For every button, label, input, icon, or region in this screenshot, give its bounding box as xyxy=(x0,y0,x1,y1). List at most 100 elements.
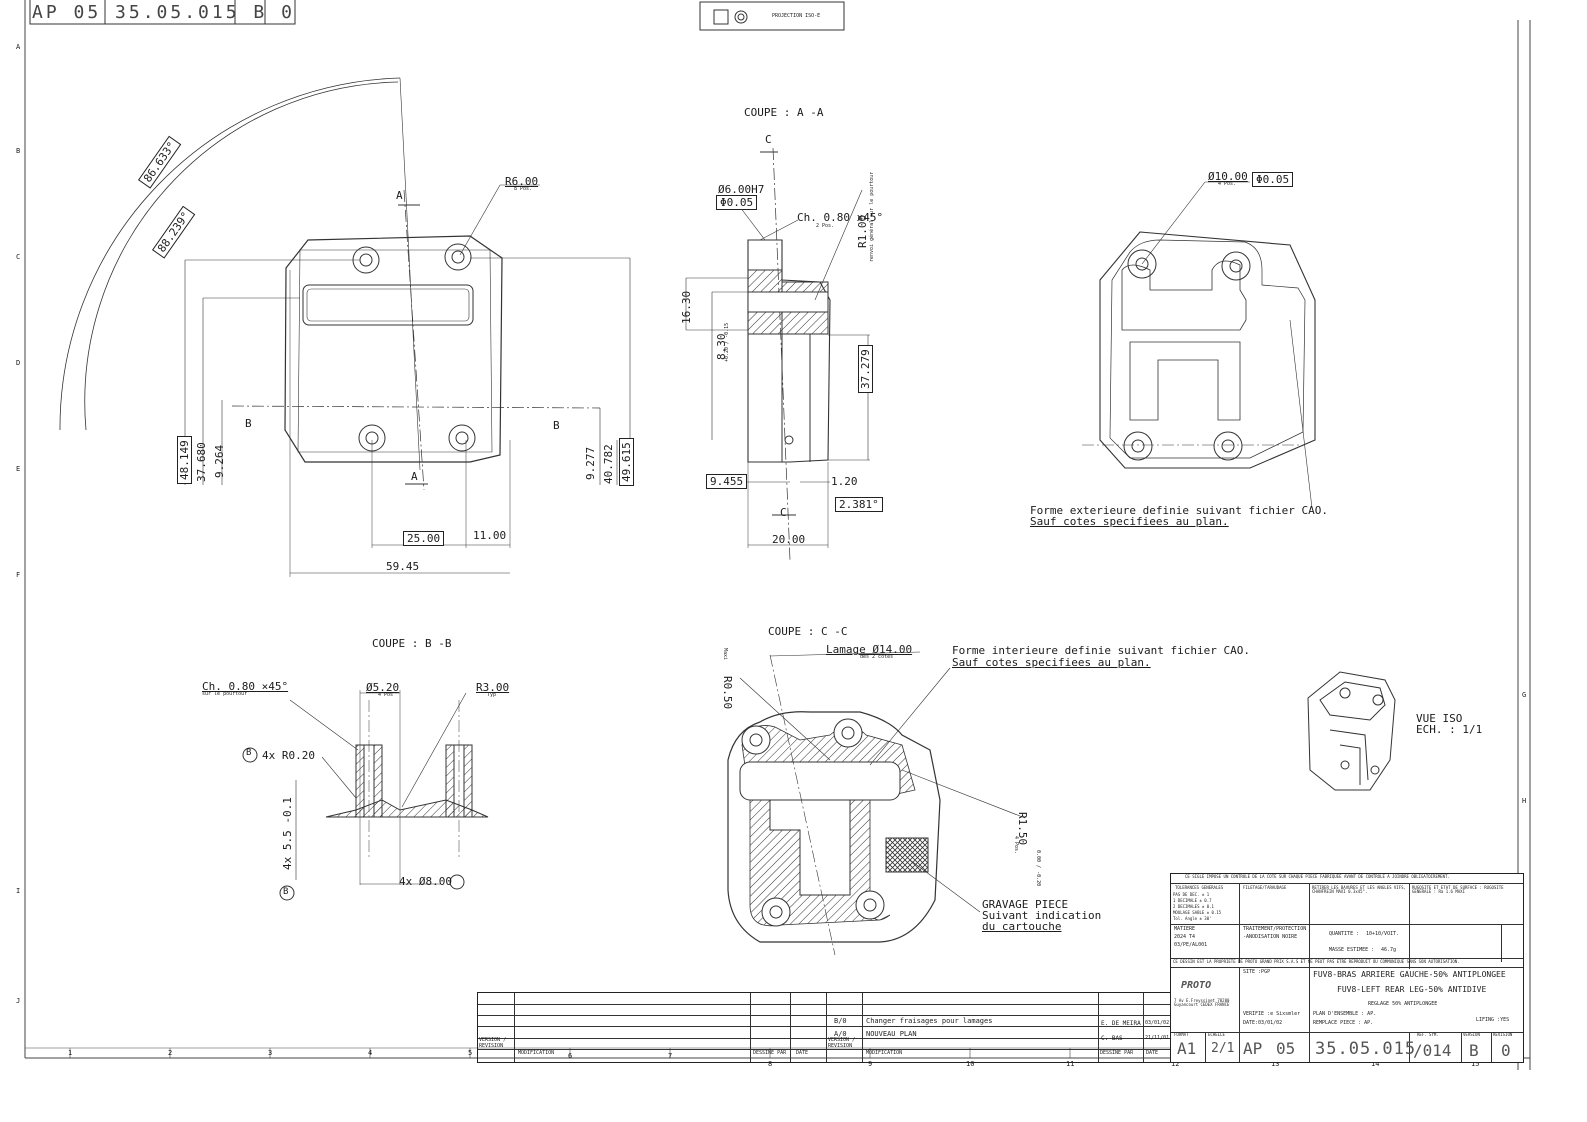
col-9: 9 xyxy=(868,1060,873,1068)
tb-tol-2: 2 DECIMALES ± 0.1 xyxy=(1173,904,1214,909)
tb-prop: CE DESSIN EST LA PROPRIETE DE PROTO GRAN… xyxy=(1173,959,1460,964)
drawing-ref-fragment: AP 05 35.05.015 B 0 xyxy=(32,2,295,23)
aa-1630: 16.30 xyxy=(680,290,693,324)
section-bb-title: COUPE : B -B xyxy=(372,637,452,650)
cc-engrave-2: Suivant indication xyxy=(982,909,1102,922)
tb-drawing-no: 35.05.015 xyxy=(1315,1039,1417,1059)
tb-version: B xyxy=(1469,1041,1479,1060)
row-j: J xyxy=(16,997,21,1005)
cc-note-2: Sauf cotes specifiees au plan. xyxy=(952,656,1151,669)
section-aa-c-bottom: C xyxy=(780,506,787,519)
tb-tol-0: PAS DE DEC. ± 1 xyxy=(1173,892,1210,897)
revision-table: B/0 Changer fraisages pour lamages E. DE… xyxy=(477,992,1172,1063)
iso-scale: ECH. : 1/1 xyxy=(1416,723,1483,736)
aa-120: 1.20 xyxy=(831,475,858,488)
view-right xyxy=(1082,181,1316,509)
right-hole-note: 4 Pos. xyxy=(1218,181,1237,187)
cc-engrave-1: GRAVAGE PIECE xyxy=(982,898,1069,911)
dim-9264: 9.264 xyxy=(213,444,226,478)
bb-vert: 4x 5.5 -0.1 xyxy=(281,797,294,870)
aa-chamfer: Ch. 0.80 x45° xyxy=(797,211,884,224)
tb-filet: FILETAGE/TARAUDAGE xyxy=(1243,885,1287,890)
tb-tol-4: Tol. Angle ± 30' xyxy=(1173,916,1212,921)
dim-49615: 49.615 xyxy=(619,438,634,486)
tb-tol-3: MOULAGE SABLE ± 0.15 xyxy=(1173,910,1222,915)
aa-37279: 37.279 xyxy=(858,345,873,393)
col-13: 13 xyxy=(1271,1060,1280,1068)
col-2: 2 xyxy=(168,1049,173,1057)
aa-830-tol: +0.20 / -0.15 xyxy=(724,322,730,362)
tb-echelle-label: ECHELLE xyxy=(1208,1032,1225,1037)
view-plan xyxy=(59,77,631,577)
rev-head-date-2: DATE xyxy=(1146,1050,1159,1056)
right-note-2: Sauf cotes specifiees au plan. xyxy=(1030,515,1229,528)
row-i: I xyxy=(16,887,21,895)
bb-chamfer-note: sur le pourtour xyxy=(202,691,248,697)
tb-site: SITE :PGP xyxy=(1243,969,1271,975)
tb-treat: -ANODISATION NOIRE xyxy=(1243,934,1298,940)
bb-r020: 4x R0.20 xyxy=(262,749,315,762)
cc-r150-tol: 0.00 / -0.20 xyxy=(1035,850,1041,887)
cc-note-1: Forme interieure definie suivant fichier… xyxy=(952,644,1251,657)
dim-5945: 59.45 xyxy=(386,560,420,573)
dim-r6-note: 8 Pos. xyxy=(514,186,533,192)
view-iso xyxy=(1307,671,1396,791)
dim-9277: 9.277 xyxy=(584,446,597,480)
section-aa-c-top: C xyxy=(765,133,772,146)
col-4: 4 xyxy=(368,1049,373,1057)
aa-chamfer-note: 2 Pos. xyxy=(816,223,835,229)
rev-row1-date: 03/01/02 xyxy=(1145,1020,1170,1026)
tb-notice: CE SIGLE IMPOSE UN CONTROLE DE LA COTE S… xyxy=(1185,874,1450,879)
bb-radius-note: Typ xyxy=(487,692,497,698)
section-mark-a-top: A xyxy=(396,189,403,202)
rev-head-by: DESSINE PAR xyxy=(753,1050,787,1056)
section-mark-b-right: B xyxy=(553,419,560,432)
rev-row2-version: A/0 xyxy=(834,1030,847,1038)
row-c: C xyxy=(16,253,21,261)
aa-hole: Ø6.00H7 xyxy=(718,183,765,196)
bb-callout-b2: B xyxy=(283,887,289,897)
cc-r150-note: 4 Pos. xyxy=(1013,836,1019,855)
col-12: 12 xyxy=(1171,1060,1180,1068)
tb-version-label: VERSION xyxy=(1463,1032,1480,1037)
aa-2381: 2.381° xyxy=(835,497,883,512)
bb-hole: Ø5.20 xyxy=(366,681,400,694)
rev-head-version-2: VERSION / REVISION xyxy=(828,1037,856,1049)
tb-format-label: FORMAT xyxy=(1174,1032,1189,1037)
bb-hole-note: 4 Pos xyxy=(378,692,394,698)
rev-row2-date: 21/11/01 xyxy=(1145,1035,1170,1041)
tb-remplace: REMPLACE PIECE : AP. xyxy=(1313,1020,1374,1026)
dim-25: 25.00 xyxy=(403,531,445,546)
col-8: 8 xyxy=(768,1060,773,1068)
col-7: 7 xyxy=(668,1052,673,1060)
tb-sub: REGLAGE 50% ANTIPLONGEE xyxy=(1368,1001,1438,1007)
cc-r050: R0.50 xyxy=(721,676,734,710)
tb-material: 2024 T4 xyxy=(1174,934,1196,940)
dim-11: 11.00 xyxy=(473,529,507,542)
col-5: 5 xyxy=(468,1049,473,1057)
rev-head-date: DATE xyxy=(796,1050,809,1056)
header-ref-box xyxy=(29,0,296,25)
tb-qty: 10+10/VOIT. xyxy=(1366,931,1400,937)
aa-radius-note: renvoi général sur le pourtour xyxy=(869,171,875,262)
row-f: F xyxy=(16,571,21,579)
tb-verifie: VERIFIE :e Sixsmler xyxy=(1243,1011,1301,1017)
rev-head-by-2: DESSINE PAR xyxy=(1100,1050,1134,1056)
tb-tol-title: TOLERANCES GENERALES xyxy=(1175,885,1224,890)
tb-date: DATE:03/01/02 xyxy=(1243,1020,1283,1026)
tb-material-label: MATIERE xyxy=(1174,926,1196,932)
tb-company-addr: 7 Av E.Freyssinet 78280 Guyancourt CEDEX… xyxy=(1174,998,1230,1008)
rev-head-mod-2: MODIFICATION xyxy=(866,1050,903,1056)
tb-mass: 46.7g xyxy=(1381,947,1397,953)
rev-row1-mod: Changer fraisages pour lamages xyxy=(866,1017,993,1025)
row-b: B xyxy=(16,147,21,155)
view-aa xyxy=(685,147,870,561)
cc-lamage-note: des 2 cotes xyxy=(860,654,894,660)
col-10: 10 xyxy=(966,1060,975,1068)
cc-r050-note: Maxi xyxy=(722,648,728,661)
aa-9455: 9.455 xyxy=(706,474,748,489)
aa-2000: 20.00 xyxy=(772,533,806,546)
tb-plan-ensemble: PLAN D'ENSEMBLE : AP. xyxy=(1313,1011,1377,1017)
row-g: G xyxy=(1522,691,1527,699)
